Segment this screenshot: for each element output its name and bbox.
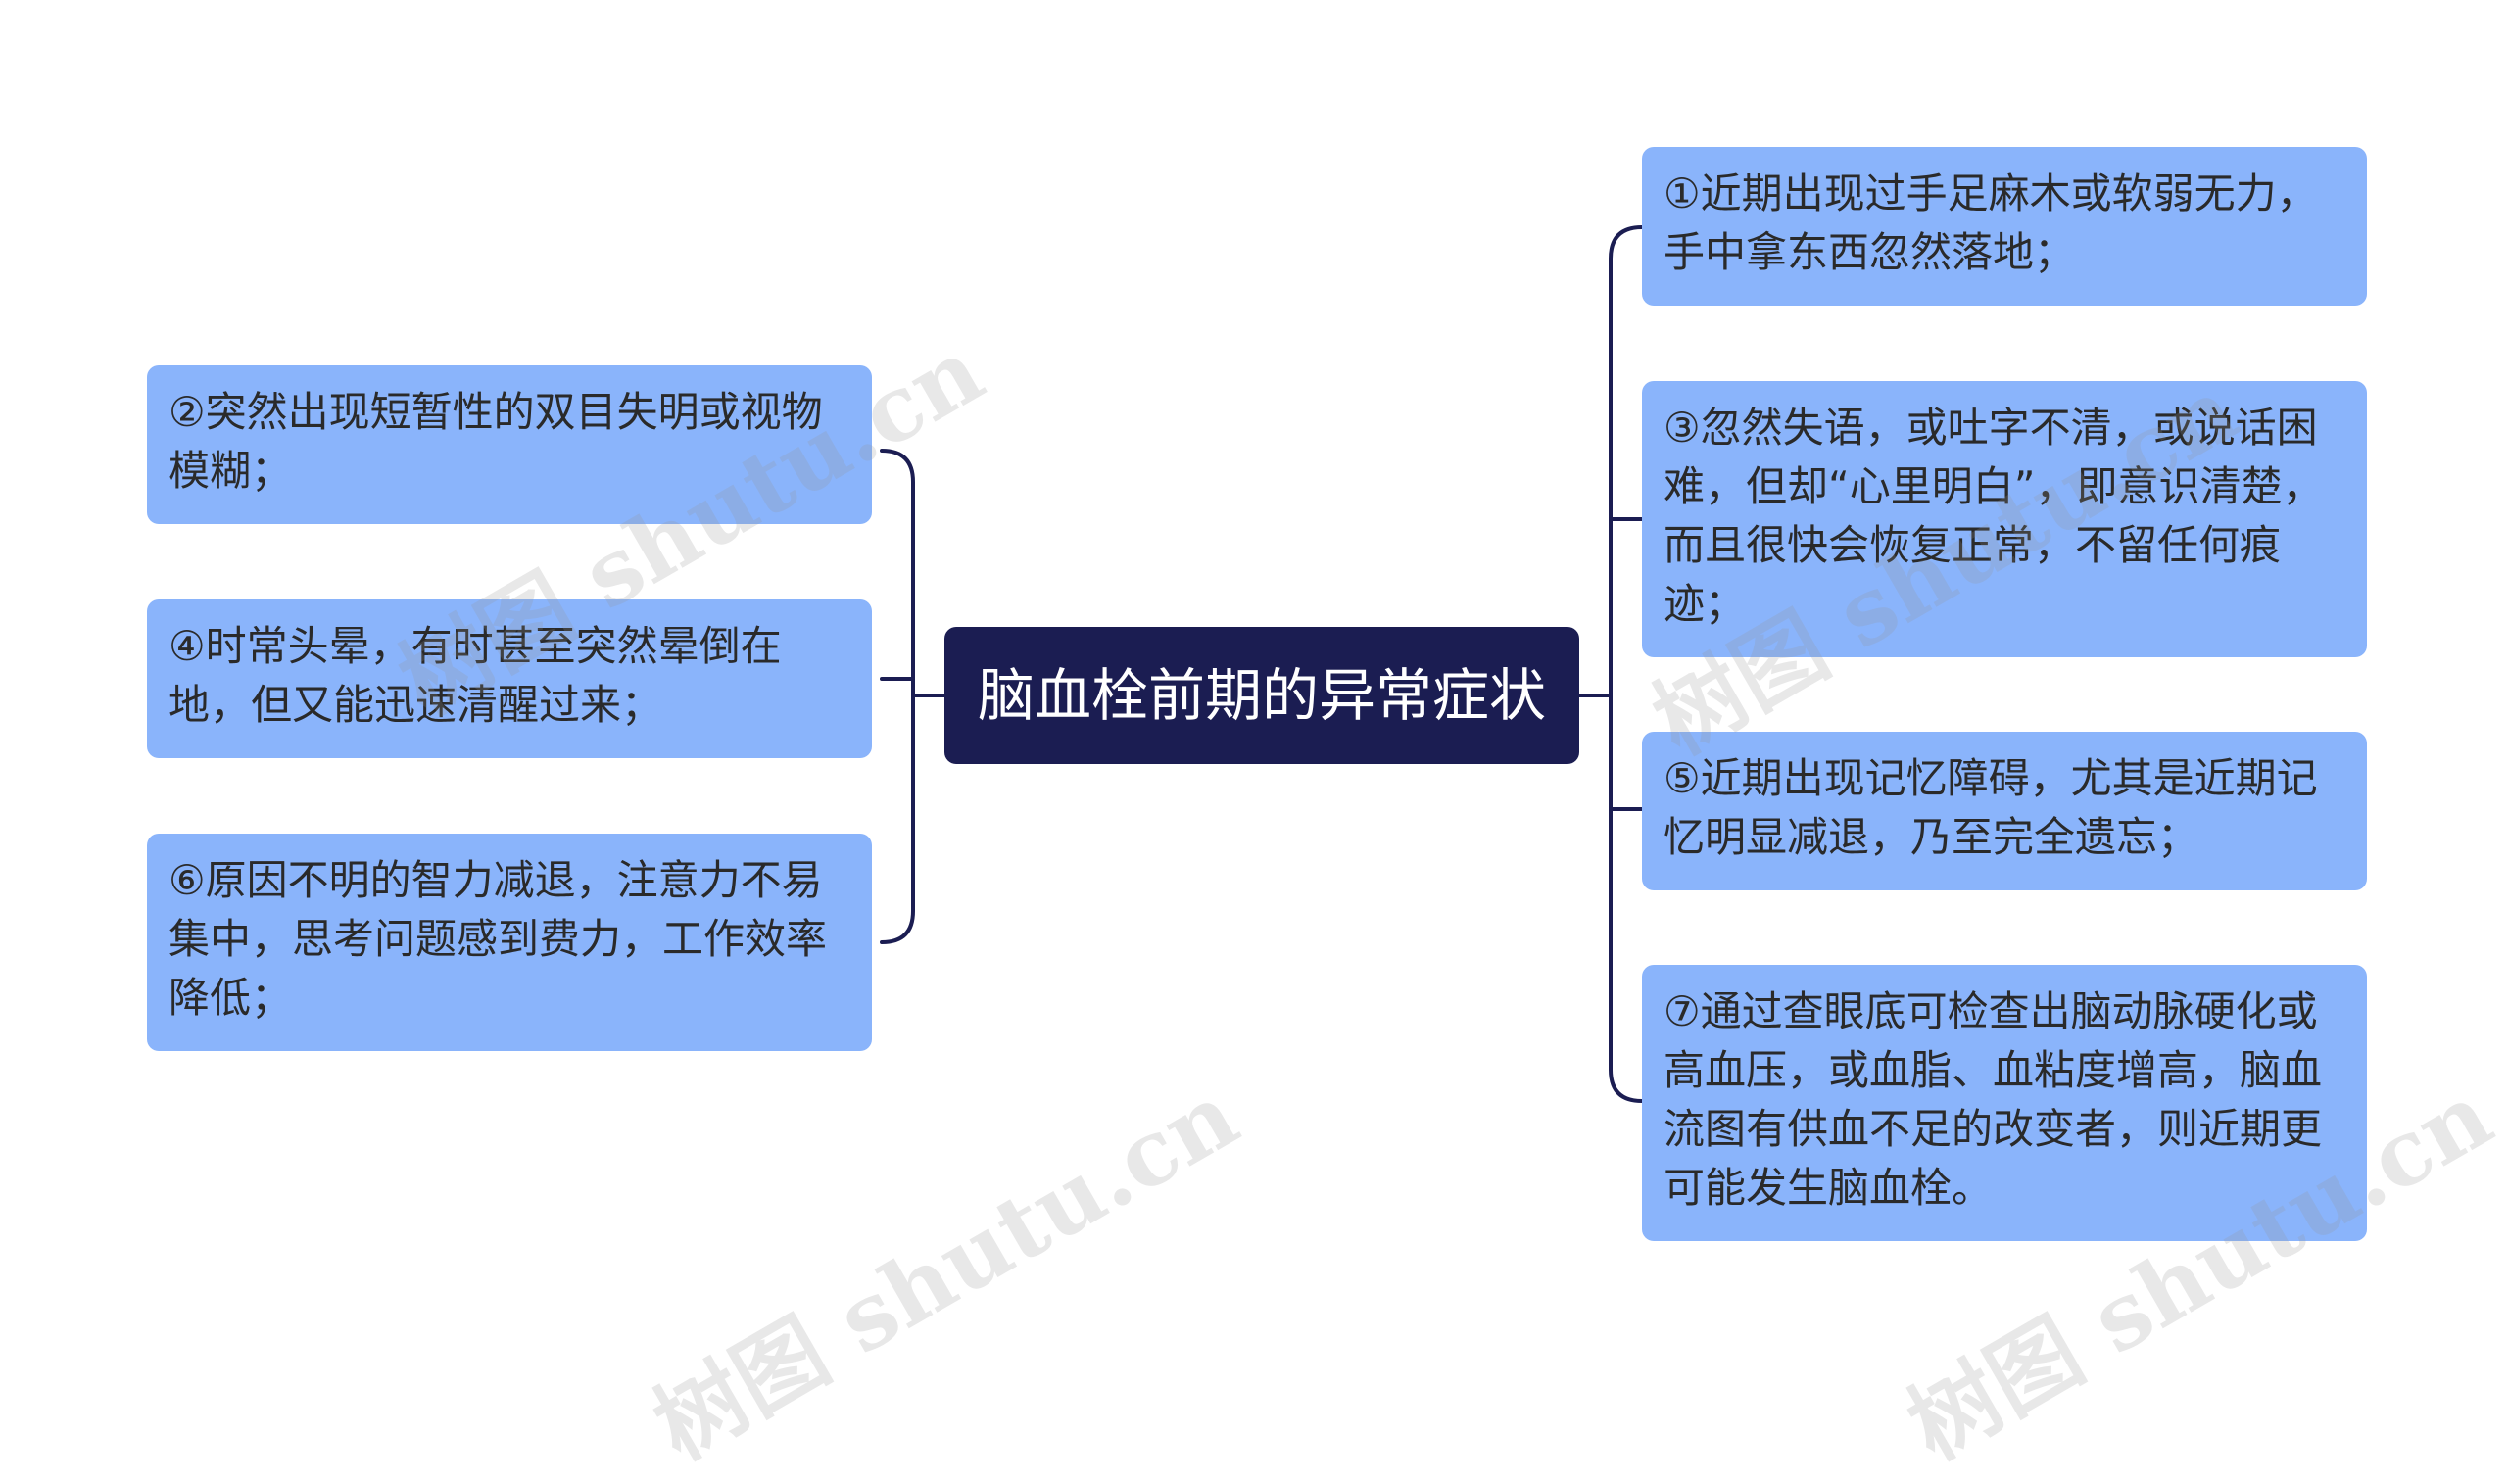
topic-node-4[interactable]: ④时常头晕，有时甚至突然晕倒在地，但又能迅速清醒过来； — [147, 599, 872, 758]
topic-node-2[interactable]: ②突然出现短暂性的双目失明或视物模糊； — [147, 365, 872, 524]
topic-node-6[interactable]: ⑥原因不明的智力减退，注意力不易集中，思考问题感到费力，工作效率降低； — [147, 834, 872, 1051]
central-topic[interactable]: 脑血栓前期的异常症状 — [944, 627, 1579, 764]
connector-lines — [880, 225, 1644, 1103]
topic-node-1[interactable]: ①近期出现过手足麻木或软弱无力，手中拿东西忽然落地； — [1642, 147, 2367, 306]
connector-left-trunk — [880, 449, 915, 944]
topic-node-3[interactable]: ③忽然失语，或吐字不清，或说话困难，但却“心里明白”，即意识清楚，而且很快会恢复… — [1642, 381, 2367, 657]
topic-node-5[interactable]: ⑤近期出现记忆障碍，尤其是近期记忆明显减退，乃至完全遗忘； — [1642, 732, 2367, 890]
connector-right-trunk — [1609, 225, 1644, 1103]
topic-node-7[interactable]: ⑦通过查眼底可检查出脑动脉硬化或高血压，或血脂、血粘度增高，脑血流图有供血不足的… — [1642, 965, 2367, 1241]
